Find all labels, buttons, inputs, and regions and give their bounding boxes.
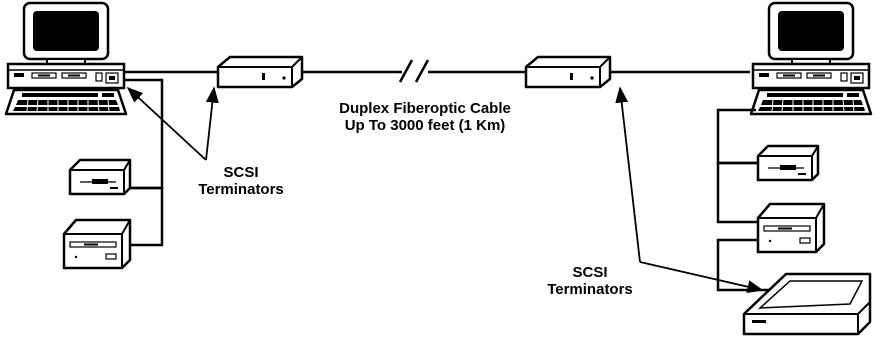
right-terminators-line2: Terminators bbox=[547, 281, 633, 298]
cable-label-line1: Duplex Fiberoptic Cable bbox=[339, 100, 511, 117]
left-terminators-label: SCSI Terminators bbox=[186, 164, 296, 198]
right-scsi-bus bbox=[716, 108, 770, 292]
left-terminators-line2: Terminators bbox=[198, 181, 284, 198]
right-scanner-icon bbox=[742, 272, 872, 336]
terminator-arrows-left bbox=[126, 86, 219, 161]
left-computer-icon bbox=[4, 1, 128, 116]
terminator-arrows-right bbox=[615, 86, 764, 294]
cable-break-icon bbox=[398, 59, 430, 83]
left-terminators-line1: SCSI bbox=[223, 164, 259, 181]
right-tape-drive-icon bbox=[756, 144, 820, 182]
right-cdrom-drive-icon bbox=[756, 202, 826, 254]
right-terminators-label: SCSI Terminators bbox=[535, 264, 645, 298]
cable-label-line2: Up To 3000 feet (1 Km) bbox=[344, 117, 506, 134]
left-cdrom-drive-icon bbox=[62, 218, 132, 270]
right-computer-icon bbox=[749, 1, 873, 116]
left-tape-drive-icon bbox=[68, 158, 132, 196]
left-fiber-extender-icon bbox=[216, 55, 304, 89]
right-terminators-line1: SCSI bbox=[572, 264, 608, 281]
cable-label: Duplex Fiberoptic Cable Up To 3000 feet … bbox=[300, 100, 550, 134]
left-scsi-bus bbox=[124, 70, 220, 247]
right-fiber-extender-icon bbox=[524, 55, 612, 89]
